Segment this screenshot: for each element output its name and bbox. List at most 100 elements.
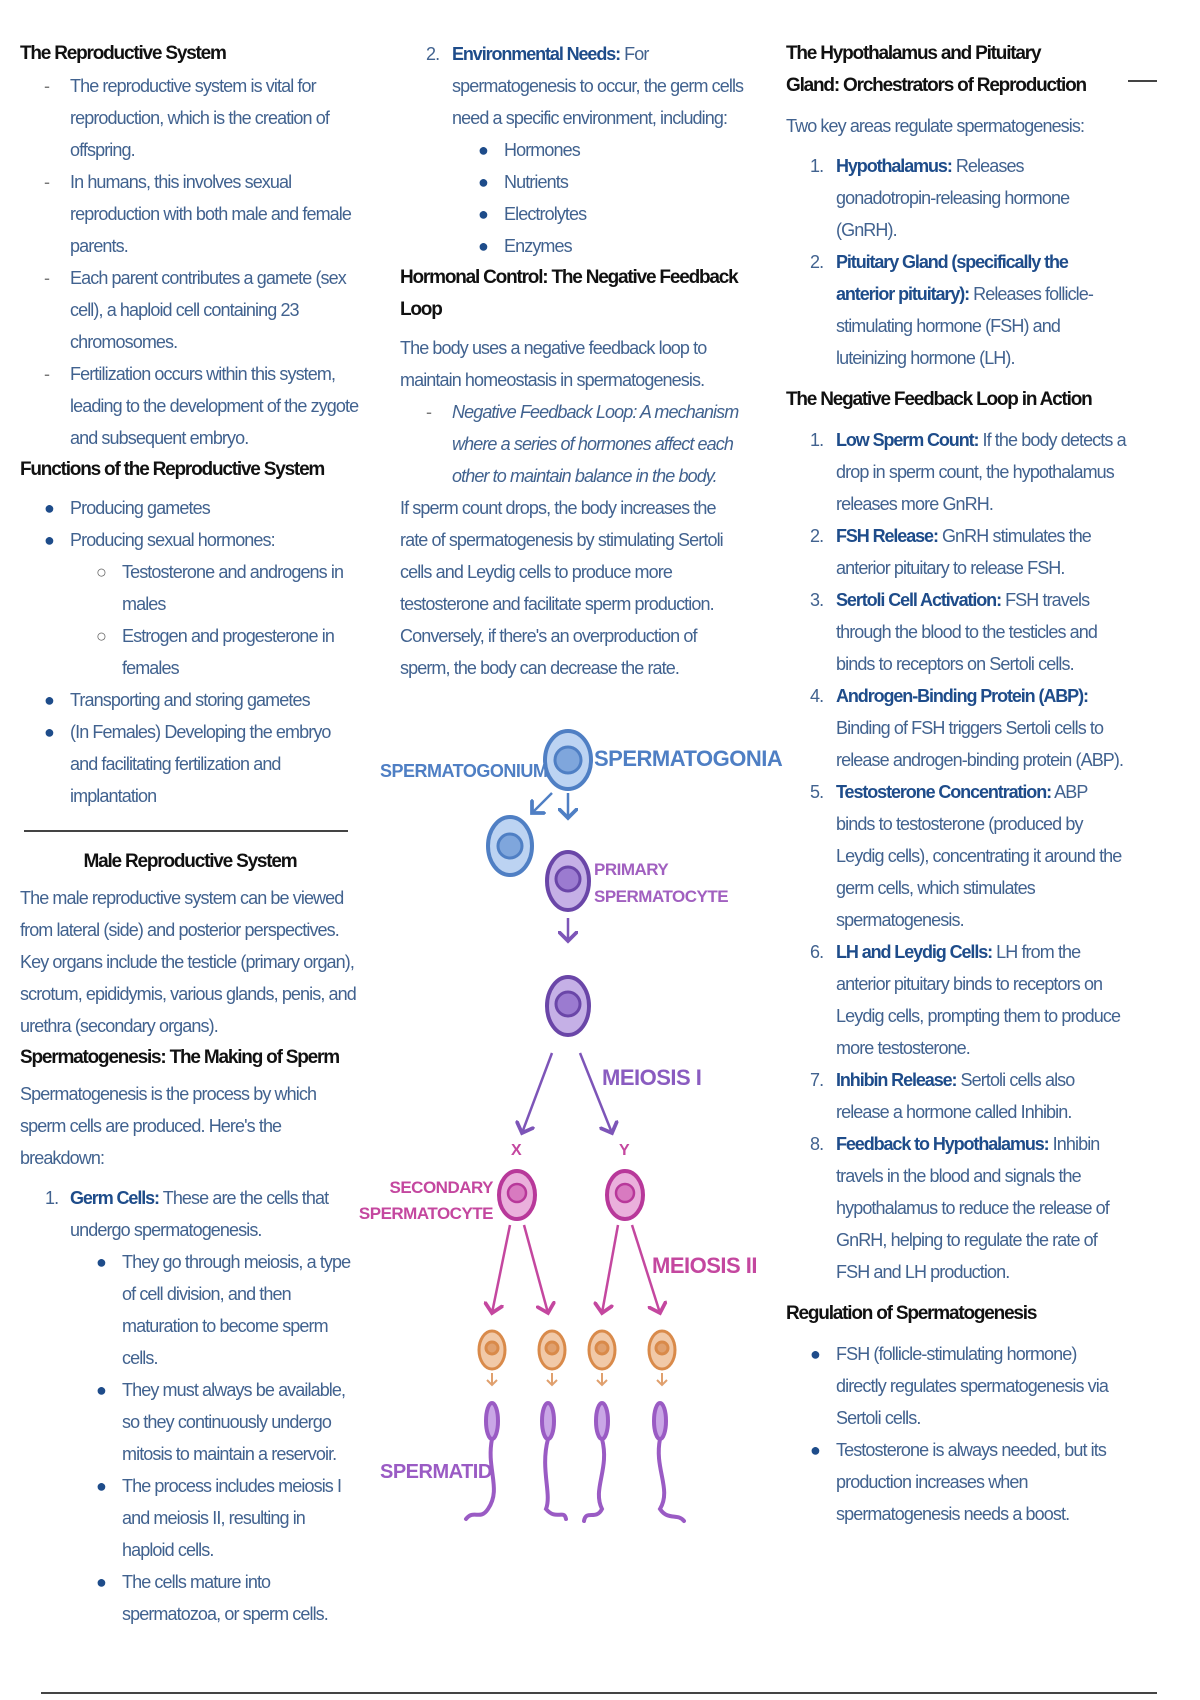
list-item-text: Each parent contributes a gamete (sex ce… (70, 268, 347, 352)
circle-marker: ○ (96, 626, 107, 646)
regulation-list: ●FSH (follicle-stimulating hormone) dire… (786, 1338, 1126, 1530)
arrow (532, 792, 553, 813)
label-primary: PRIMARY (594, 860, 669, 879)
arrow (522, 1224, 548, 1313)
list-number: 3. (810, 590, 824, 610)
list-item: ● Transporting and storing gametes (44, 684, 360, 716)
list-item: -The reproductive system is vital for re… (44, 70, 360, 166)
list-item: 1.Low Sperm Count: If the body detects a… (810, 424, 1127, 520)
list-number: 1. (810, 430, 824, 450)
nfl-definition-text: Negative Feedback Loop: A mechanism wher… (452, 402, 739, 486)
steps-list: 1.Low Sperm Count: If the body detects a… (786, 424, 1127, 1288)
spermatogenesis-diagram: SPERMATOGONIUM SPERMATOGONIA PRIMARY SPE… (359, 729, 783, 1523)
environmental-needs-item: 2. Environmental Needs: For spermatogene… (400, 38, 745, 262)
bullet-marker: ● (478, 172, 489, 192)
spermatogonia-cell (543, 729, 593, 791)
label-secondary: SECONDARY (390, 1178, 495, 1197)
list-item-text: Electrolytes (504, 204, 587, 224)
label-spermatogonia: SPERMATOGONIA (594, 746, 783, 771)
item-label: Hypothalamus: (836, 156, 953, 176)
label-spermatogonium: SPERMATOGONIUM (380, 761, 547, 781)
arrow (578, 1052, 612, 1133)
item-text: Sertoli cells also release a hormone cal… (836, 1070, 1075, 1122)
list-item-text: Testosterone and androgens in males (122, 562, 344, 614)
list-number: 2. (426, 44, 440, 64)
list-item: 1.Hypothalamus: Releases gonadotropin-re… (810, 150, 1126, 246)
label-secondary-spermatocyte: SPERMATOCYTE (359, 1204, 493, 1223)
heading-reproductive-system: The Reproductive System (20, 43, 227, 64)
list-number: 1. (45, 1188, 59, 1208)
dash-mark (1128, 80, 1157, 82)
list-item-text: They must always be available, so they c… (122, 1380, 346, 1464)
label-meiosis-2: MEIOSIS II (652, 1253, 757, 1278)
male-paragraph: The male reproductive system can be view… (20, 888, 357, 1036)
item-label: Pituitary Gland (specifically the anteri… (836, 252, 1069, 304)
list-item-text: Estrogen and progesterone in females (122, 626, 335, 678)
environment-list: ●Hormones ●Nutrients ●Electrolytes ●Enzy… (452, 134, 745, 262)
list-item: ●Electrolytes (478, 198, 745, 230)
column-3: The Hypothalamus and Pituitary Gland: Or… (786, 38, 1127, 1530)
bullet-marker: ● (478, 236, 489, 256)
list-item: ●(In Females) Developing the embryo and … (44, 716, 360, 812)
arrow (602, 1224, 620, 1313)
dash-marker: - (426, 402, 432, 422)
dash-marker: - (44, 172, 50, 192)
germ-cells-label: Germ Cells: (70, 1188, 160, 1208)
column-1: The Reproductive System -The reproductiv… (20, 38, 360, 1630)
environmental-needs-label: Environmental Needs: (452, 44, 621, 64)
item-label: LH and Leydig Cells: (836, 942, 993, 962)
reproductive-bullets: -The reproductive system is vital for re… (20, 70, 360, 454)
bullet-marker: ● (810, 1344, 821, 1364)
sperm-cells (464, 1401, 686, 1523)
list-item: ●Nutrients (478, 166, 745, 198)
list-item-text: The cells mature into spermatozoa, or sp… (122, 1572, 329, 1624)
label-meiosis-1: MEIOSIS I (602, 1065, 701, 1090)
list-item: -Each parent contributes a gamete (sex c… (44, 262, 360, 358)
list-item-text: Hormones (504, 140, 581, 160)
list-item-text: They go through meiosis, a type of cell … (122, 1252, 351, 1368)
list-item: ●Producing gametes (44, 492, 360, 524)
bullet-marker: ● (96, 1380, 107, 1400)
item-text: Releases follicle-stimulating hormone (F… (836, 284, 1094, 368)
hormonal-paragraph: The body uses a negative feedback loop t… (400, 338, 707, 390)
item-label: Inhibin Release: (836, 1070, 958, 1090)
list-number: 2. (810, 526, 824, 546)
list-item: 5.Testosterone Concentration: ABP binds … (810, 776, 1126, 936)
item-text: Inhibin travels in the blood and signals… (836, 1134, 1110, 1282)
list-item: -In humans, this involves sexual reprodu… (44, 166, 360, 262)
bullet-marker: ● (478, 140, 489, 160)
list-number: 4. (810, 686, 824, 706)
two-areas-text: Two key areas regulate spermatogenesis: (786, 116, 1085, 136)
list-item: 6.LH and Leydig Cells: LH from the anter… (810, 936, 1126, 1064)
list-number: 5. (810, 782, 824, 802)
heading-male-reproductive: Male Reproductive System (83, 851, 297, 872)
bullet-marker: ● (810, 1440, 821, 1460)
list-item: ●FSH (follicle-stimulating hormone) dire… (810, 1338, 1126, 1434)
bottom-divider (41, 1692, 1157, 1694)
spermatocyte-cell (545, 975, 591, 1037)
heading-nfl-in-action: The Negative Feedback Loop in Action (786, 389, 1093, 410)
heading-hypothalamus-pituitary: The Hypothalamus and Pituitary Gland: Or… (786, 43, 1087, 96)
bullet-marker: ● (44, 690, 55, 710)
germ-cells-text: These are the cells that undergo spermat… (70, 1188, 329, 1240)
list-item: ●Enzymes (478, 230, 745, 262)
list-item-text: Transporting and storing gametes (70, 690, 311, 710)
list-item: 3.Sertoli Cell Activation: FSH travels t… (810, 584, 1126, 680)
list-item: ○ Estrogen and progesterone in females (96, 620, 360, 684)
item-label: Feedback to Hypothalamus: (836, 1134, 1050, 1154)
arrows-to-sperm (486, 1373, 668, 1387)
label-y: Y (619, 1142, 630, 1159)
secondary-spermatocyte-left (497, 1169, 537, 1221)
item-text: If the body detects a drop in sperm coun… (836, 430, 1127, 514)
list-item: 2.Pituitary Gland (specifically the ante… (810, 246, 1126, 374)
list-item-text: Producing gametes (70, 498, 211, 518)
bullet-marker: ● (44, 530, 55, 550)
item-text: GnRH stimulates the anterior pituitary t… (836, 526, 1092, 578)
list-item: ● They must always be available, so they … (96, 1374, 360, 1470)
sperm-drop-paragraph: If sperm count drops, the body increases… (400, 498, 724, 678)
list-item: -Fertilization occurs within this system… (44, 358, 360, 454)
spermatids (477, 1329, 677, 1371)
dash-marker: - (44, 364, 50, 384)
list-item: ●They go through meiosis, a type of cell… (96, 1246, 360, 1374)
list-item-text: In humans, this involves sexual reproduc… (70, 172, 352, 256)
